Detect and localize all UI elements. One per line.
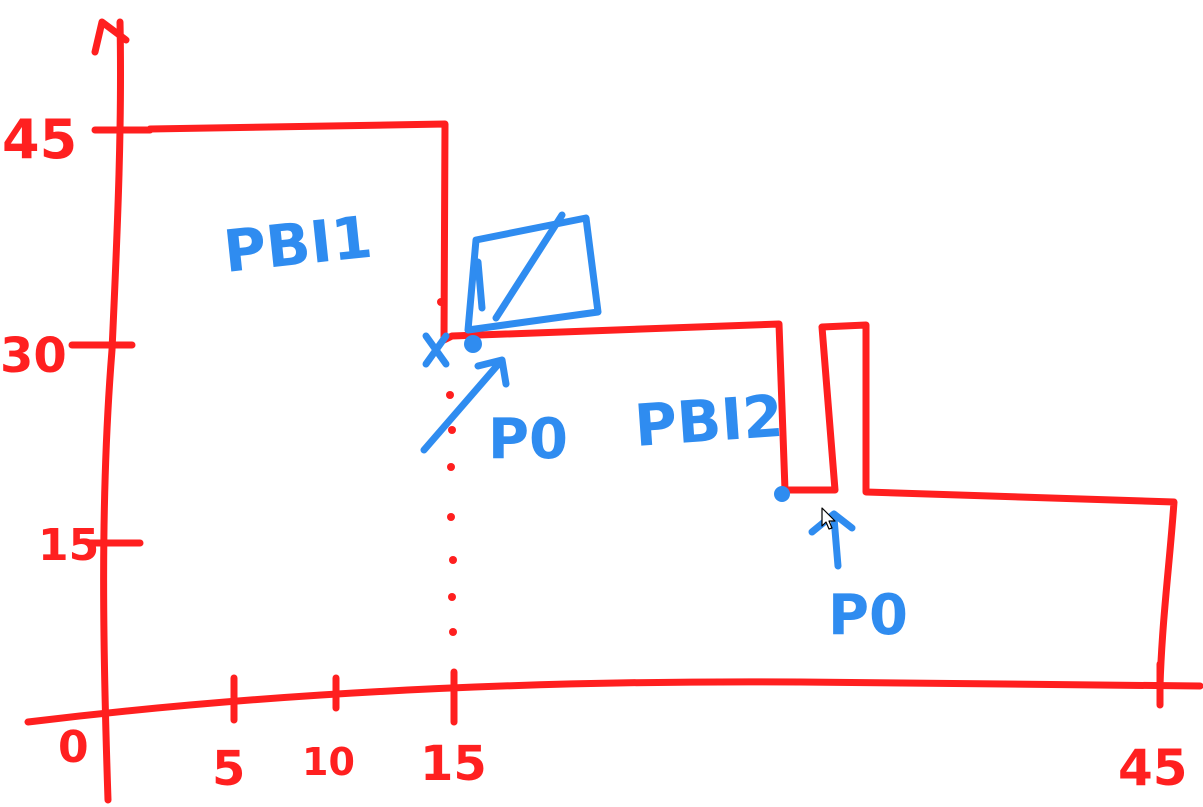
p0-label-right: P0 [828,583,908,648]
x-label-5: 5 [212,741,245,797]
p0-label-left: P0 [488,407,568,472]
arrow-to-gap [808,510,856,570]
region-outline [146,120,1178,690]
arrow-to-corner [420,356,510,454]
corner-point [464,335,482,353]
y-axis-line [100,18,125,804]
projection-dotted-line [437,298,457,636]
checkmark-box-icon [464,211,602,334]
mouse-pointer-icon [821,507,836,530]
x-label-0: 0 [58,722,89,773]
y-label-45: 45 [2,108,77,171]
pbi1-label: PBI1 [220,203,375,286]
y-label-15: 15 [38,520,99,571]
x-label-10: 10 [302,740,355,784]
x-label-45: 45 [1118,739,1188,797]
y-label-30: 30 [0,328,67,384]
y-axis-arrowhead [91,18,130,56]
corner-x-mark [422,332,450,368]
x-axis-line [24,678,1203,726]
pbi2-label: PBI2 [632,382,785,460]
x-label-15: 15 [420,736,487,792]
right-corner-point [774,486,790,502]
